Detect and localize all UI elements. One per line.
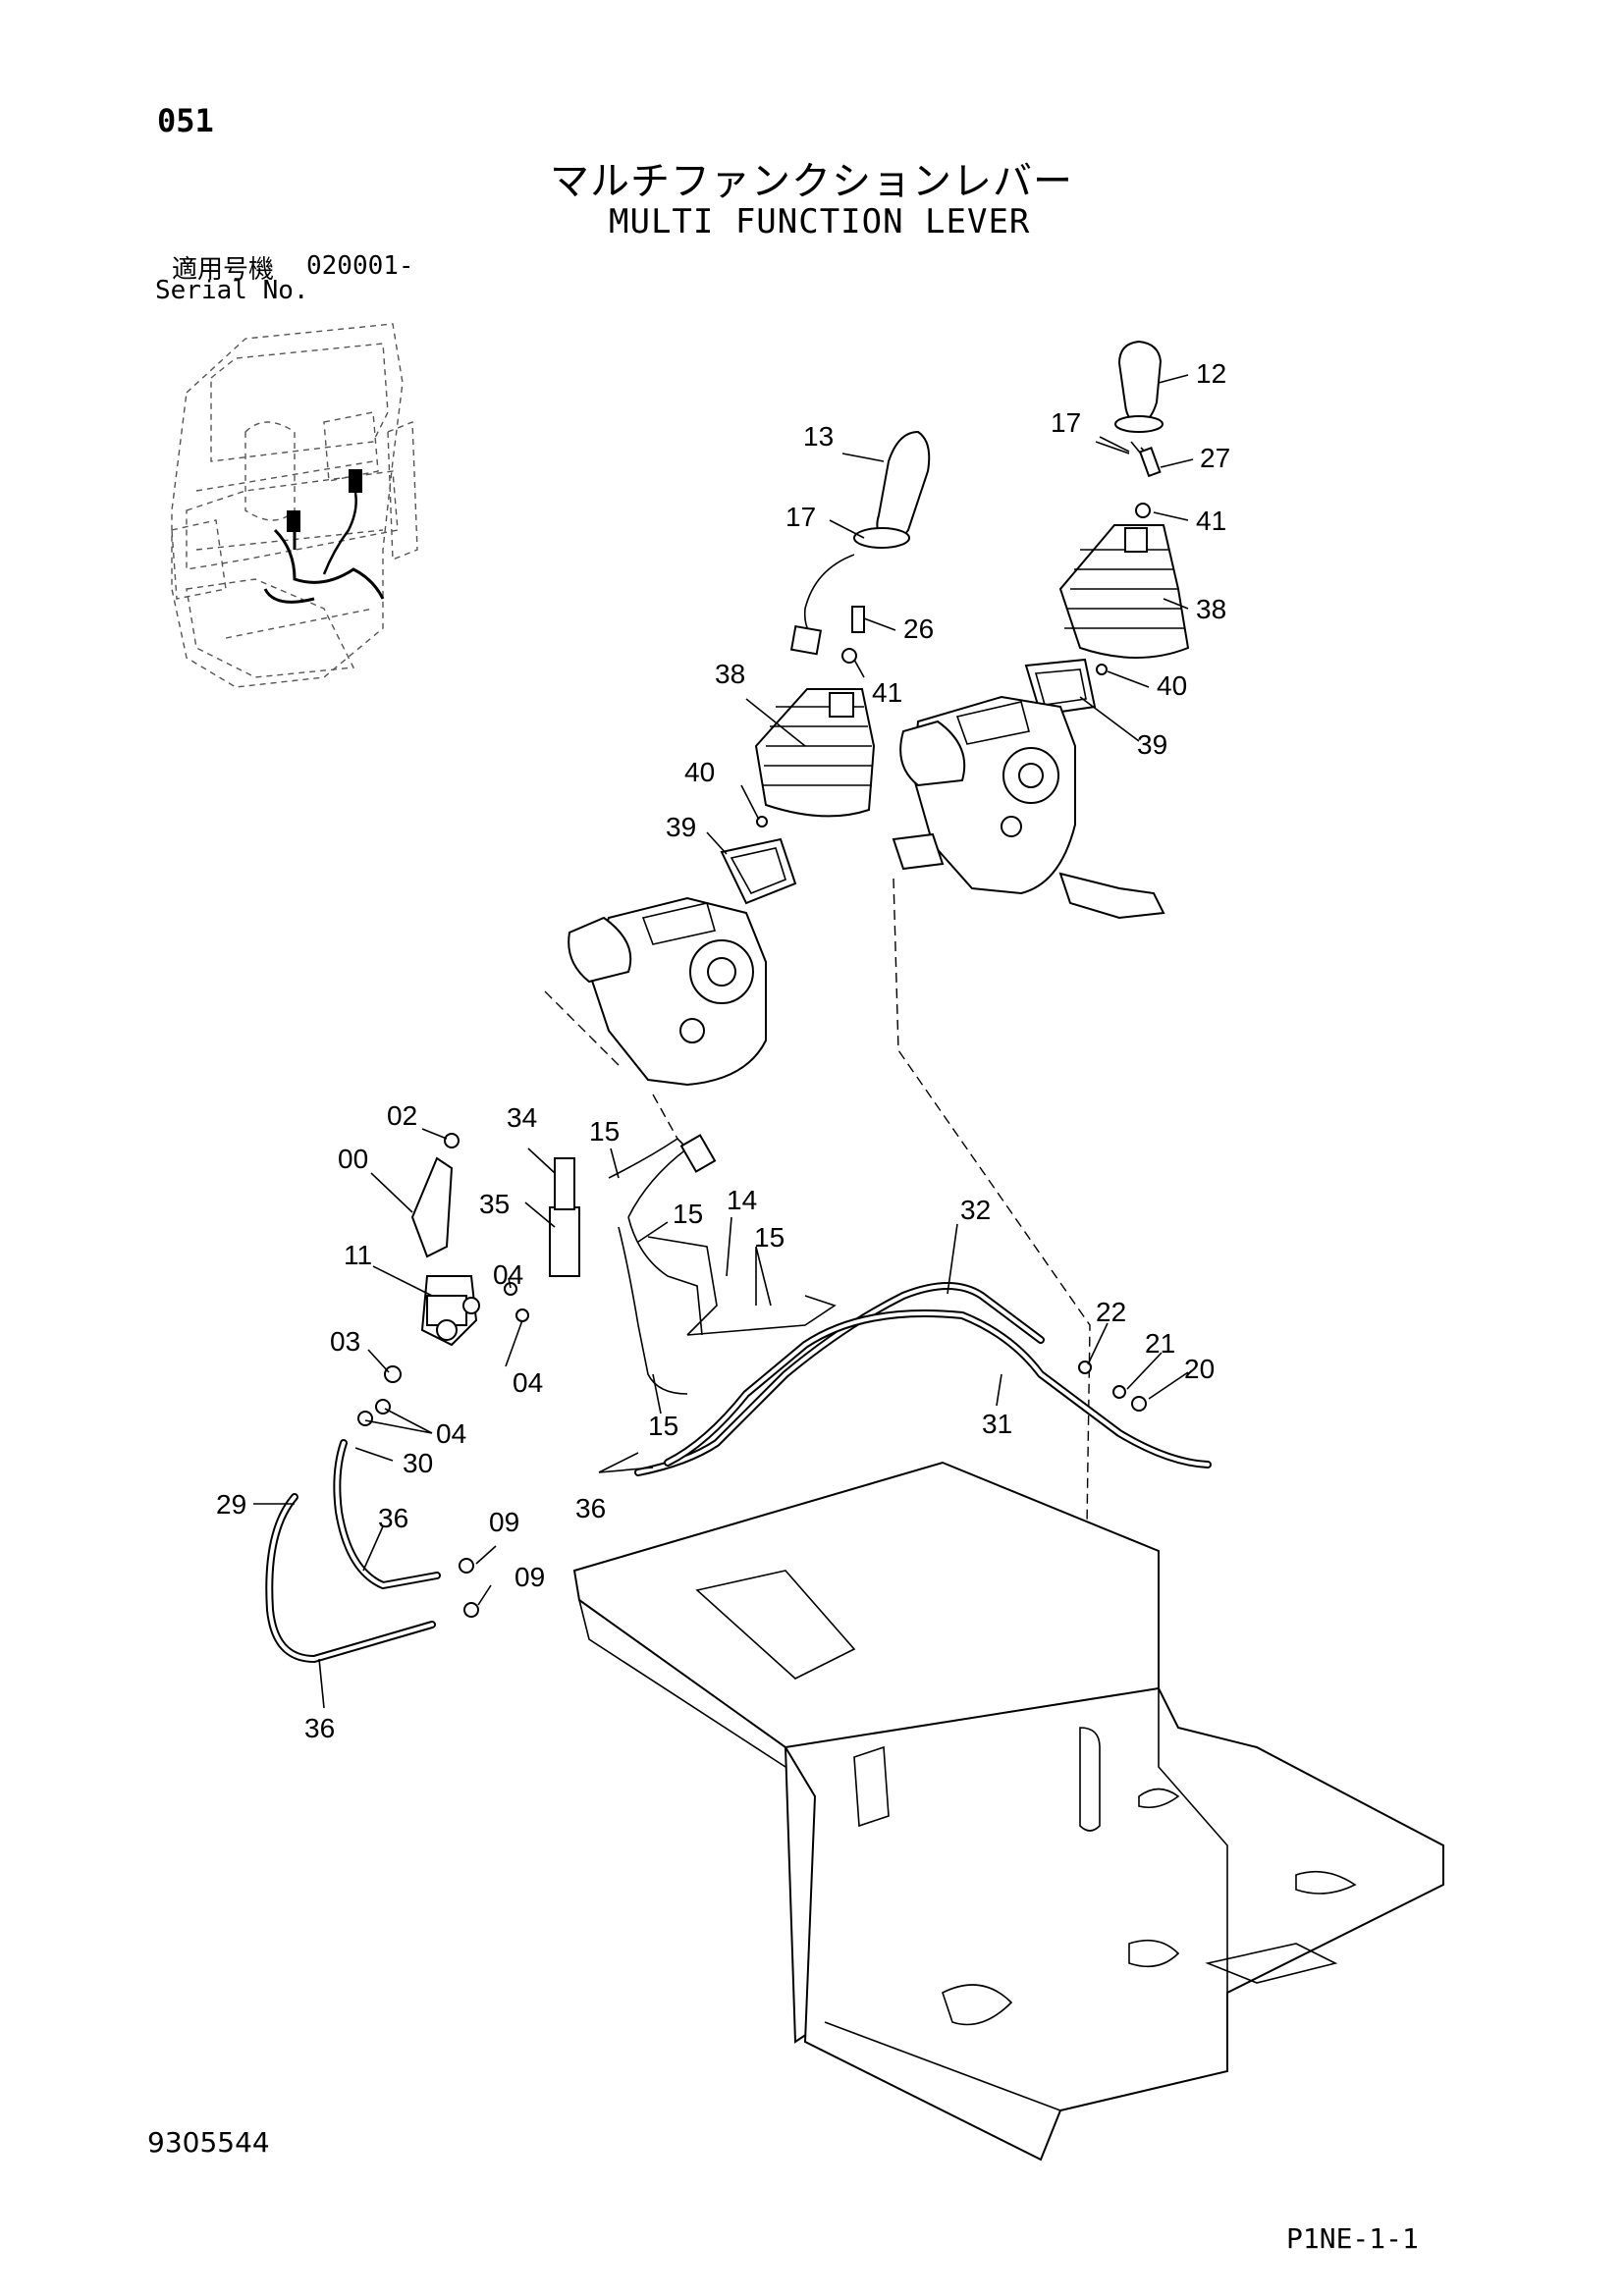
serial-value: 020001- xyxy=(306,251,414,281)
callout-30: 30 xyxy=(403,1448,433,1478)
callout-22: 22 xyxy=(1096,1297,1126,1327)
callout-39b: 39 xyxy=(666,812,696,842)
bracket-and-valve xyxy=(357,1133,529,1426)
serial-label-japanese: 適用号機 xyxy=(172,255,275,285)
right-lever-grip xyxy=(1095,340,1164,478)
callout-39: 39 xyxy=(1137,729,1167,760)
callout-04b: 04 xyxy=(513,1367,543,1398)
serial-label-english: Serial No. xyxy=(155,276,309,305)
right-console xyxy=(892,695,1165,920)
callout-27: 27 xyxy=(1200,443,1230,473)
callout-40b: 40 xyxy=(684,757,715,787)
callout-15b: 15 xyxy=(673,1199,703,1229)
callout-21: 21 xyxy=(1145,1328,1175,1359)
callout-41b: 41 xyxy=(872,677,902,708)
callout-13: 13 xyxy=(803,421,834,452)
hoses xyxy=(265,1282,1212,1664)
document-number: 9305544 xyxy=(147,2126,270,2159)
callout-36b: 36 xyxy=(304,1713,335,1743)
title-english: MULTI FUNCTION LEVER xyxy=(609,202,1031,241)
title-japanese: マルチファンクションレバー xyxy=(550,159,1073,204)
callout-labels: 12 17 27 41 38 40 39 13 17 26 41 38 40 3… xyxy=(216,358,1230,1743)
callout-17b: 17 xyxy=(785,502,816,532)
left-boot xyxy=(720,648,876,905)
harness xyxy=(549,1134,837,1395)
right-boot xyxy=(1024,503,1190,717)
callout-26: 26 xyxy=(903,614,934,644)
callout-38b: 38 xyxy=(715,659,745,689)
callout-03: 03 xyxy=(330,1326,360,1357)
callout-36: 36 xyxy=(378,1503,408,1533)
callout-02: 02 xyxy=(387,1100,417,1131)
callout-20: 20 xyxy=(1184,1354,1215,1384)
callout-35: 35 xyxy=(479,1189,510,1219)
callout-15d: 15 xyxy=(648,1411,678,1441)
callout-04c: 04 xyxy=(436,1418,466,1449)
cab-locator-thumbnail xyxy=(171,323,418,688)
callout-17: 17 xyxy=(1051,407,1081,438)
callout-12: 12 xyxy=(1196,358,1226,389)
callout-09b: 09 xyxy=(514,1562,545,1592)
callout-04: 04 xyxy=(493,1259,523,1290)
left-lever-grip xyxy=(789,430,931,656)
callout-15: 15 xyxy=(589,1116,620,1147)
callout-41: 41 xyxy=(1196,506,1226,536)
callout-09: 09 xyxy=(489,1507,519,1537)
callout-15c: 15 xyxy=(754,1222,785,1253)
callout-29: 29 xyxy=(216,1489,246,1520)
callout-32: 32 xyxy=(960,1195,991,1225)
callout-36c: 36 xyxy=(575,1493,606,1523)
callout-40: 40 xyxy=(1157,670,1187,701)
callout-34: 34 xyxy=(507,1102,537,1133)
leader-lines xyxy=(253,374,1194,1709)
page-number: 051 xyxy=(157,102,214,139)
page-code: P1NE-1-1 xyxy=(1286,2222,1419,2255)
callout-38: 38 xyxy=(1196,594,1226,624)
callout-31: 31 xyxy=(982,1409,1012,1439)
left-console xyxy=(568,896,767,1087)
callout-14: 14 xyxy=(727,1185,757,1215)
callout-11: 11 xyxy=(344,1240,372,1270)
callout-00: 00 xyxy=(338,1144,368,1174)
cab-frame xyxy=(572,1461,1444,2162)
